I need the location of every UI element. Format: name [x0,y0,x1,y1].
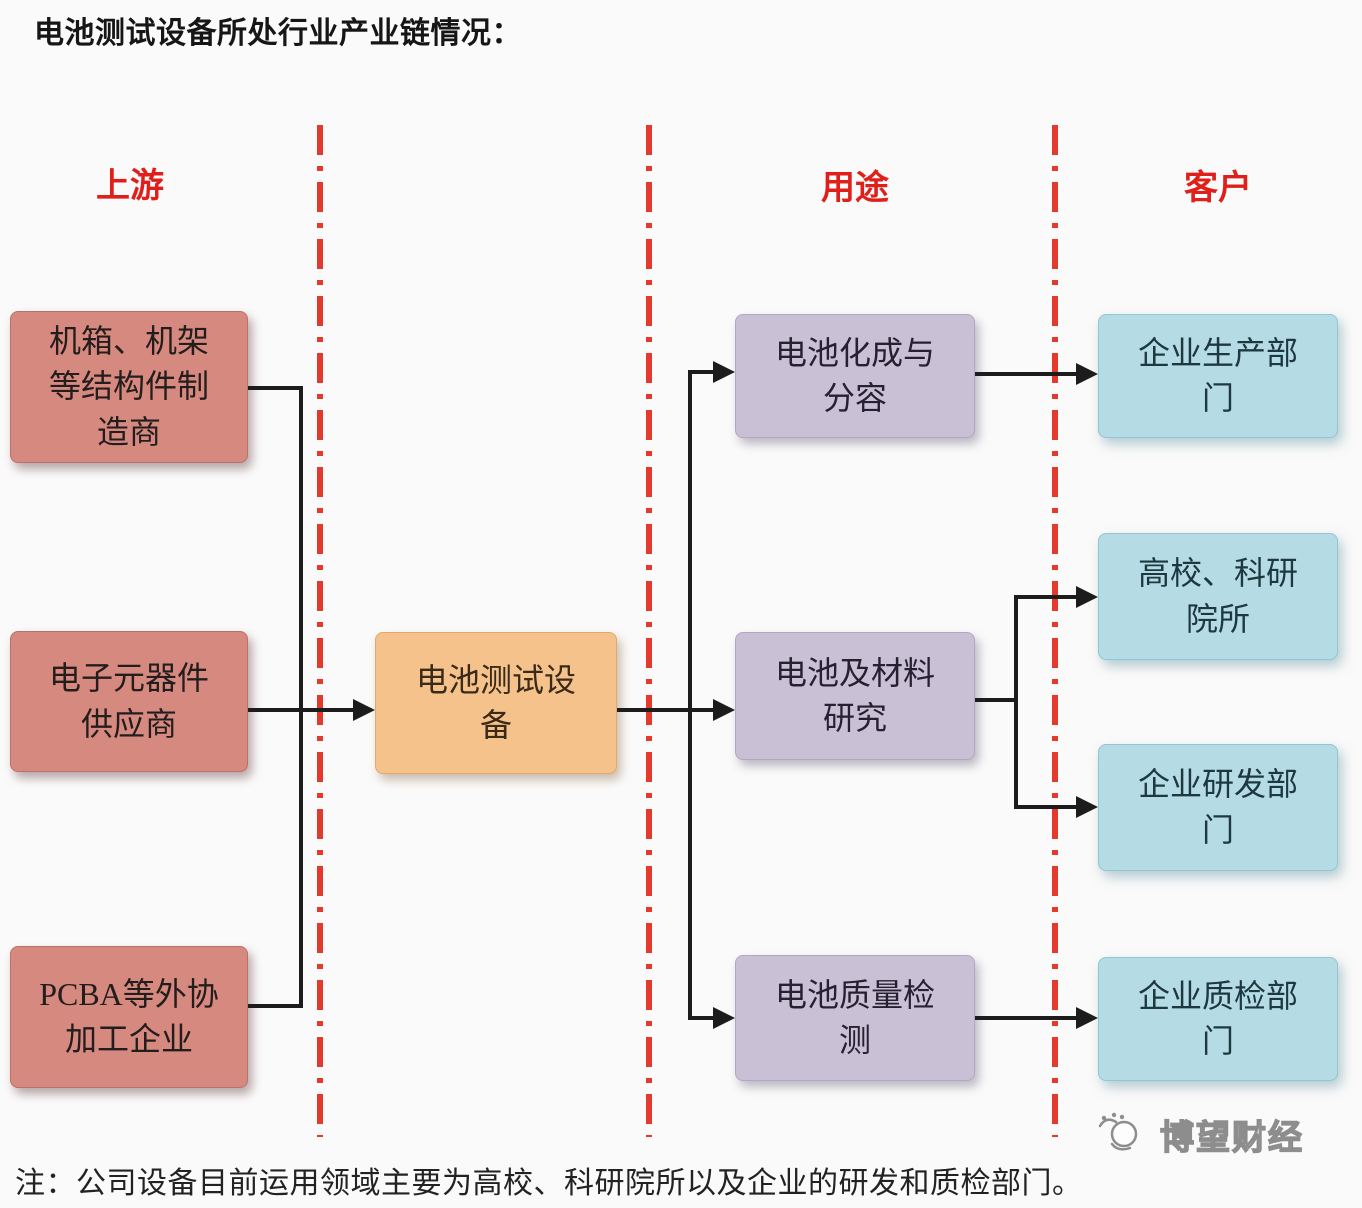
node-battery-test-equipment: 电池测试设 备 [375,632,617,774]
connector-line [975,372,1076,376]
connector-line [299,386,303,1008]
connector-line [688,370,713,374]
footnote: 注：公司设备目前运用领域主要为高校、科研院所以及企业的研发和质检部门。 [15,1167,1083,1200]
page-title: 电池测试设备所处行业产业链情况： [34,17,522,50]
arrow-head-icon [1076,586,1098,608]
arrow-head-icon [353,699,375,721]
arrow-head-icon [713,699,735,721]
connector-line [975,1016,1076,1020]
connector-line [1014,595,1018,809]
node-structural-parts-manufacturer: 机箱、机架 等结构件制 造商 [10,311,248,463]
node-enterprise-qc-dept: 企业质检部 门 [1098,957,1338,1081]
arrow-head-icon [713,1007,735,1029]
node-enterprise-production-dept: 企业生产部 门 [1098,314,1338,438]
dashed-divider-2 [646,125,652,1137]
connector-line [1014,595,1076,599]
connector-line [617,708,713,712]
arrow-head-icon [1076,363,1098,385]
column-header-customers: 客户 [1184,170,1252,207]
node-pcba-outsourcing: PCBA等外协 加工企业 [10,946,248,1088]
arrow-head-icon [1076,1007,1098,1029]
watermark-text: 博望财经 [1159,1119,1304,1157]
bowang-logo-icon [1090,1108,1152,1161]
node-battery-formation-grading: 电池化成与 分容 [735,314,975,438]
connector-line [688,1016,713,1020]
node-electronic-components-supplier: 电子元器件 供应商 [10,631,248,772]
connector-line [248,1004,303,1008]
arrow-head-icon [1076,796,1098,818]
node-universities-research-institutes: 高校、科研 院所 [1098,533,1338,660]
dashed-divider-1 [317,125,323,1137]
node-battery-quality-inspection: 电池质量检 测 [735,955,975,1081]
dashed-divider-3 [1052,125,1058,1137]
connector-line [248,708,353,712]
column-header-upstream: 上游 [96,168,164,205]
connector-line [975,698,1018,702]
watermark: 博望财经 [1090,1108,1304,1161]
node-battery-material-research: 电池及材料 研究 [735,632,975,760]
connector-line [248,386,303,390]
connector-line [1014,805,1076,809]
arrow-head-icon [713,361,735,383]
column-header-usage: 用途 [821,170,889,207]
node-enterprise-rd-dept: 企业研发部 门 [1098,744,1338,871]
connector-line [688,370,692,1020]
